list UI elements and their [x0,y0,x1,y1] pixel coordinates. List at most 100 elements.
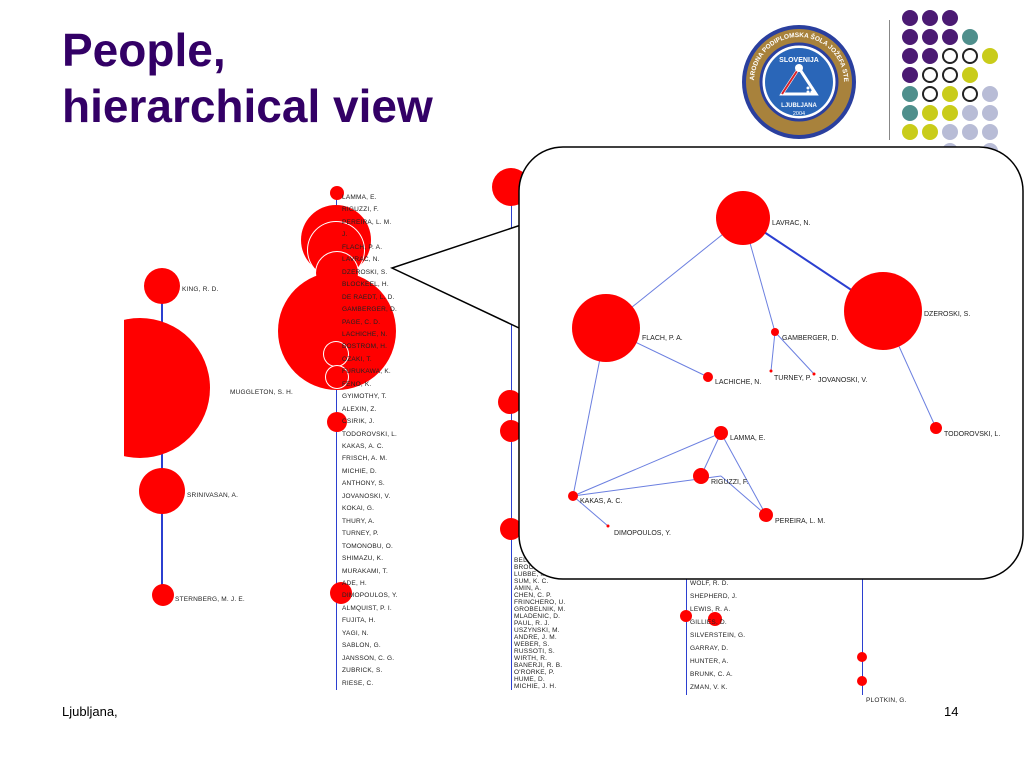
decorative-dot [962,86,978,102]
col1-label: LAMMA, E. [342,194,377,201]
label-muggleton: MUGGLETON, S. H. [230,389,294,396]
node-flach [572,294,640,362]
col2-node [500,518,522,540]
decorative-dot [942,86,958,102]
logo-top-text: SLOVENIJA [779,57,819,64]
col1-label: CSIRIK, J. [342,418,375,426]
col2-label: MICHIE, J. H. [514,683,557,690]
col2-label: WEBER, S. [514,641,550,648]
decorative-dot [902,86,918,102]
decorative-dot [942,10,958,26]
node-jovanoski [812,372,816,376]
edge [572,432,722,497]
col1-label: ALMQUIST, P. I. [342,604,392,612]
label-sternberg: STERNBERG, M. J. E. [175,596,245,603]
node-lavrac [716,191,770,245]
decorative-dot [902,48,918,64]
logo-divider [889,20,890,140]
node-turney [769,369,773,373]
node-gamberger [771,328,779,336]
node-srinivasan [139,468,185,514]
col1-node [326,366,348,388]
logo-year: 2004 [793,111,805,117]
col1-label: SABLON, G. [342,642,381,650]
col3-label: SILVERSTEIN, G. [690,632,746,639]
col2-label: PAUL, R. J. [514,620,550,627]
decorative-dot [942,67,958,83]
col1-node [327,412,347,432]
decorative-dot [922,10,938,26]
decorative-dot [922,48,938,64]
col1-label: FRISCH, A. M. [342,455,388,463]
decorative-dot [942,124,958,140]
col2-label: RUSSOTI, S. [514,648,555,655]
node-lamma [714,426,728,440]
col3-node [680,610,692,622]
col2-label: O'RORKE, P. [514,669,555,676]
col3-label: ZMAN, V. K. [690,684,728,691]
col1-node [330,582,352,604]
col1-label: MURAKAMI, T. [342,567,388,575]
col1-node [324,342,348,366]
decorative-dot [982,105,998,121]
col1-label: TURNEY, P. [342,530,379,538]
node-pereira [759,508,773,522]
edge [770,331,776,372]
col1-label: KAKAS, A. C. [342,443,384,450]
col1-label: YAGI, N. [342,629,369,637]
col3-label: BRUNK, C. A. [690,671,733,678]
col1-label: DIMOPOULOS, Y. [342,592,398,600]
col4-node [857,676,867,686]
label-dimopoulos: DIMOPOULOS, Y. [614,530,671,537]
label-turney: TURNEY, P. [774,375,812,382]
col2-label: FRINCHERO, U. [514,599,566,606]
decorative-dot [922,124,938,140]
label-lachiche: LACHICHE, N. [715,379,761,386]
col1-label: FENO, K. [342,380,372,388]
col2-label: WIRTH, R. [514,655,548,662]
edge [774,331,815,375]
col2-label: BANERJI, R. B. [514,662,563,669]
edge [720,475,767,516]
decorative-dot [962,105,978,121]
decorative-dot [942,29,958,45]
institution-logo: MEDNARODNA PODIPLOMSKA ŠOLA JOŽEFA STEFA… [742,12,856,139]
col2-label: ANDRE, J. M. [514,634,557,641]
col1-label: FUJITA, H. [342,617,376,625]
node-king [144,268,180,304]
col2-node [498,390,522,414]
decorative-dot [902,10,918,26]
decorative-dot [962,124,978,140]
title-line-1: People, [62,24,226,76]
node-muggleton-clip [124,318,234,458]
col1-label: ALEXIN, Z. [342,405,377,413]
title-line-2: hierarchical view [62,80,433,132]
decorative-dot [922,67,938,83]
col1-label: BLOCKEEL, H. [342,281,389,289]
label-riguzzi: RIGUZZI, F. [711,479,748,486]
col1-label: GAMBERGER, D. [342,306,397,314]
col1-label: GYIMOTHY, T. [342,393,387,401]
col3-node [708,612,722,626]
col2-node [500,420,522,442]
label-kakas: KAKAS, A. C. [580,498,622,505]
col1-label: ANTHONY, S. [342,480,385,488]
decorative-dot [922,86,938,102]
col1-label: BOSTROM, H. [342,343,388,351]
col1-label: RIESE, C. [342,679,374,687]
col1-label: SHIMAZU, K. [342,555,384,563]
col1-label: FURUKAWA, K. [342,368,391,376]
col3-label: LEWIS, R. A. [690,606,731,613]
decorative-dot [922,105,938,121]
col1-label: RIGUZZI, F. [342,206,379,214]
decorative-dot [902,67,918,83]
node-sternberg [152,584,174,606]
col2-label: LUBBE, M. [514,571,548,578]
node-todorovski [930,422,942,434]
col1-node [330,186,344,200]
decorative-dot [902,105,918,121]
decorative-dot-grid [898,10,1024,160]
col1-label: TODOROVSKI, L. [342,430,398,438]
col1-label: MICHIE, D. [342,467,377,475]
decorative-dot [942,105,958,121]
